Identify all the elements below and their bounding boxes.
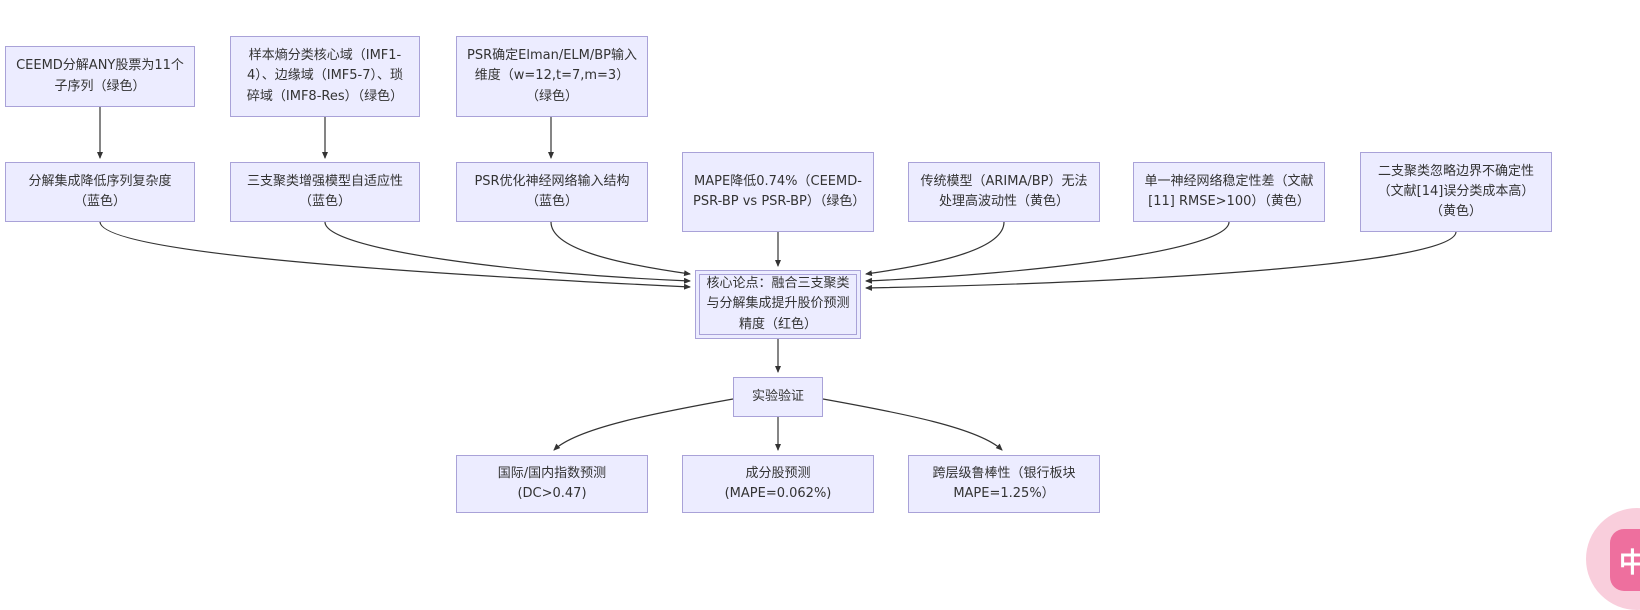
node-cross-level-robustness: 跨层级鲁棒性（银行板块 MAPE=1.25%）: [908, 455, 1100, 513]
node-traditional-model-limitation: 传统模型（ARIMA/BP）无法处理高波动性（黄色）: [908, 162, 1100, 222]
edge-psrstructure-to-core: [550, 221, 691, 277]
edge-experiment-to-robustness: [822, 398, 1003, 451]
edge-threeway-to-core: [324, 221, 691, 284]
node-two-way-clustering-boundary: 二支聚类忽略边界不确定性（文献[14]误分类成本高）（黄色）: [1360, 152, 1552, 232]
edge-decomp-to-core: [99, 221, 691, 290]
node-experiment-validation: 实验验证: [733, 377, 823, 417]
node-constituent-stock-prediction: 成分股预测 (MAPE=0.062%): [682, 455, 874, 513]
flowchart-canvas: CEEMD分解ANY股票为11个子序列（绿色） 样本熵分类核心域（IMF1-4）…: [5, 36, 1640, 610]
translate-icon[interactable]: 中A: [1610, 529, 1640, 591]
core-thesis-label: 核心论点：融合三支聚类与分解集成提升股价预测精度（红色）: [699, 274, 857, 335]
translate-badge[interactable]: 中A: [1586, 508, 1640, 610]
node-decomposition-integration: 分解集成降低序列复杂度（蓝色）: [5, 162, 195, 222]
edge-traditional-to-core: [865, 221, 1005, 277]
edge-singlenn-to-core: [865, 221, 1230, 284]
node-mape-reduction: MAPE降低0.74%（CEEMD-PSR-BP vs PSR-BP）（绿色）: [682, 152, 874, 232]
edge-experiment-to-index: [553, 398, 734, 451]
node-psr-input-dimension: PSR确定Elman/ELM/BP输入维度（w=12,t=7,m=3）（绿色）: [456, 36, 648, 117]
node-ceemd-decomposition: CEEMD分解ANY股票为11个子序列（绿色）: [5, 46, 195, 107]
node-core-thesis: 核心论点：融合三支聚类与分解集成提升股价预测精度（红色）: [695, 270, 861, 339]
node-sample-entropy-classification: 样本熵分类核心域（IMF1-4）、边缘域（IMF5-7）、琐碎域（IMF8-Re…: [230, 36, 420, 117]
edge-twoway-to-core: [865, 231, 1457, 291]
node-psr-network-structure: PSR优化神经网络输入结构（蓝色）: [456, 162, 648, 222]
node-index-prediction: 国际/国内指数预测 (DC>0.47): [456, 455, 648, 513]
node-single-nn-instability: 单一神经网络稳定性差（文献[11] RMSE>100）（黄色）: [1133, 162, 1325, 222]
node-three-way-clustering-adaptivity: 三支聚类增强模型自适应性（蓝色）: [230, 162, 420, 222]
